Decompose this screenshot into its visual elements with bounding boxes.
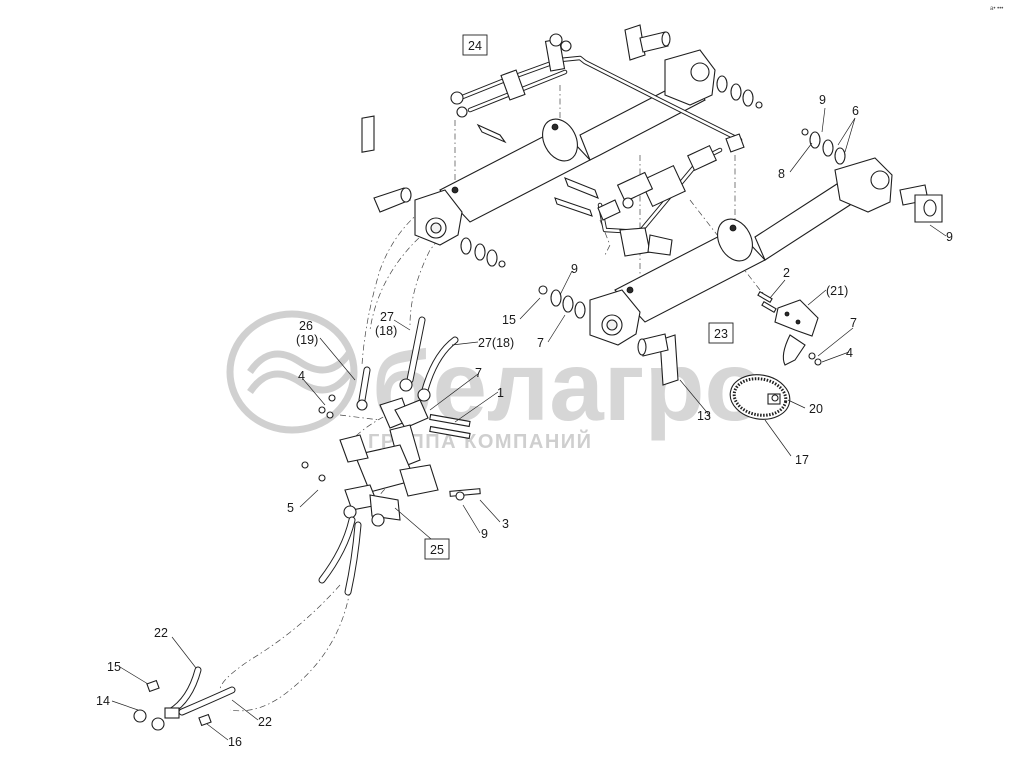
callout-27-upper: 27 (380, 310, 394, 324)
right-pin-10 (899, 184, 943, 223)
callout-4-right: 4 (846, 346, 853, 360)
washers-6-9-13 (538, 285, 586, 319)
hoses-26-27 (356, 316, 459, 411)
callout-1: 1 (497, 386, 504, 400)
callout-13: 15 (502, 313, 516, 327)
boxed-callout-23: 23 (714, 327, 728, 341)
callout-15: 15 (107, 660, 121, 674)
boxed-callout-23-frame (708, 322, 734, 344)
lower-hydraulic-cylinder-23 (589, 157, 893, 346)
watermark-logo-wave (247, 349, 353, 375)
watermark-logo-outer-ring (226, 310, 358, 434)
lower-pin-11 (637, 333, 679, 386)
callout-12: 9 (819, 93, 826, 107)
callout-22-lower: 22 (258, 715, 272, 729)
boxed-callout-24-frame (462, 34, 488, 56)
callout-26: 26 (299, 319, 313, 333)
upper-valve-block (554, 144, 723, 257)
watermark-brand: белагро (372, 331, 764, 441)
callout-14: 14 (96, 694, 110, 708)
watermark: белагро ГРУППА КОМПАНИЙ (226, 310, 764, 453)
callout-22-upper: 22 (154, 626, 168, 640)
leader-lines (111, 107, 947, 741)
callout-5: 5 (287, 501, 294, 515)
watermark-logo-wave-2 (247, 369, 353, 395)
boxed-callout-25: 25 (430, 543, 444, 557)
callout-19: (19) (296, 333, 318, 347)
callout-9-upper: 8 (778, 167, 785, 181)
quick-couplers (133, 679, 212, 731)
washers-6-9-12 (801, 128, 846, 165)
callout-7-right: 7 (850, 316, 857, 330)
callout-3: 3 (502, 517, 509, 531)
lower-valve-assembly-25 (301, 394, 481, 527)
callout-27-18: 27(18) (478, 336, 514, 350)
boxed-callouts: 24 23 25 (424, 34, 734, 560)
hose-clamp-17 (729, 374, 791, 420)
callout-18-upper: (18) (375, 324, 397, 338)
corner-mark: a• ••• (990, 6, 1003, 12)
callout-9-lower: 9 (571, 262, 578, 276)
upper-pin-left (361, 115, 412, 213)
callout-17: 17 (795, 453, 809, 467)
callout-4-left: 4 (298, 369, 305, 383)
callout-10: 9 (946, 230, 953, 244)
lower-hoses (166, 516, 362, 716)
boxed-callout-25-frame (424, 538, 450, 560)
callout-21: (21) (826, 284, 848, 298)
callout-20: 20 (809, 402, 823, 416)
callout-6-upper: 6 (852, 104, 859, 118)
bracket-21 (757, 291, 822, 366)
upper-hydraulic-cylinder (414, 49, 716, 246)
callout-11: 13 (697, 409, 711, 423)
callout-8: 9 (481, 527, 488, 541)
callout-16: 16 (228, 735, 242, 749)
upper-pin-right (624, 24, 671, 61)
callout-2: 2 (783, 266, 790, 280)
upper-washers-right (716, 75, 763, 109)
boxed-callout-24: 24 (468, 39, 482, 53)
callouts: 9 6 8 9 2 (21) 7 4 20 17 13 9 15 7 27 (1… (96, 93, 953, 749)
callout-6-lower: 7 (537, 336, 544, 350)
upper-washers-left (460, 237, 506, 268)
callout-7-left: 7 (475, 366, 482, 380)
pipe-assembly-24 (450, 33, 745, 153)
